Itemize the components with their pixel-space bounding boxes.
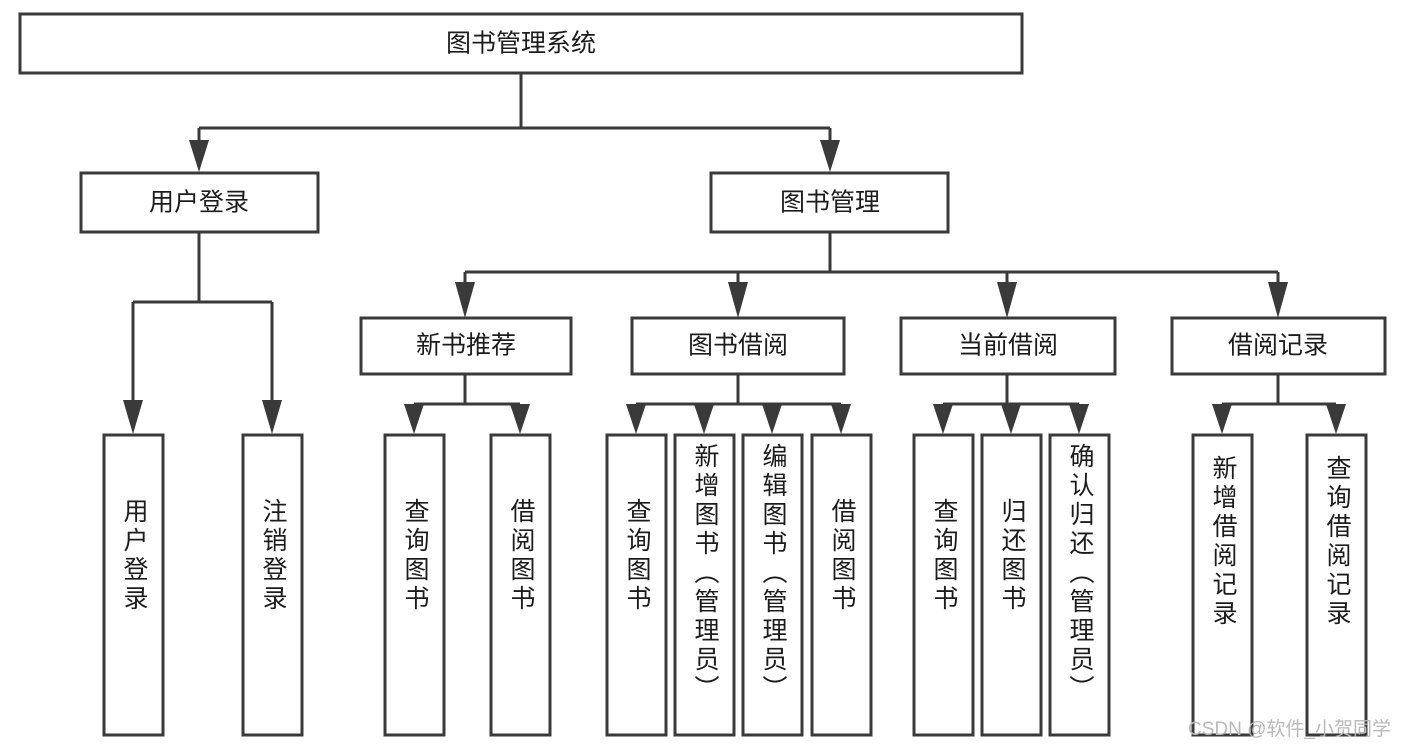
- arrow-leaf-confirm-return: [1069, 404, 1089, 434]
- arrow-leaf-query-record: [1326, 404, 1346, 434]
- node-label-book-management: 图书管理: [780, 189, 880, 217]
- csdn-watermark: CSDN @软件_小贺同学: [1188, 719, 1391, 740]
- node-box-borrow-record[interactable]: [1170, 316, 1387, 376]
- arrow-leaf-borrow-book-1: [510, 404, 530, 434]
- node-box-leaf-add-book[interactable]: [673, 433, 736, 737]
- arrow-to-borrow-record: [1268, 282, 1288, 318]
- node-box-current-borrow[interactable]: [899, 316, 1117, 376]
- node-box-leaf-query-book-3[interactable]: [912, 433, 975, 737]
- arrow-leaf-borrow-book-2: [831, 404, 851, 434]
- arrow-to-bookmgmt: [820, 140, 840, 172]
- node-box-leaf-query-book-1[interactable]: [383, 433, 446, 737]
- arrow-to-current-borrow: [997, 282, 1017, 318]
- node-label-root: 图书管理系统: [446, 30, 596, 58]
- arrow-leaf-edit-book: [762, 404, 782, 434]
- node-box-book-borrow[interactable]: [630, 316, 846, 376]
- node-box-user-login[interactable]: [79, 171, 320, 234]
- node-layer: 图书管理系统 用户登录 图书管理 新书推荐 图书借阅 当前借阅 借阅记录: [18, 12, 1387, 737]
- arrow-leaf-user-login: [123, 400, 143, 434]
- arrow-to-book-borrow: [728, 282, 748, 318]
- node-box-leaf-add-record[interactable]: [1191, 433, 1254, 737]
- arrow-leaf-query-book-3: [933, 404, 953, 434]
- node-box-leaf-return-book[interactable]: [980, 433, 1043, 737]
- node-box-leaf-borrow-book-2[interactable]: [810, 433, 873, 737]
- arrow-leaf-query-book-1: [404, 404, 424, 434]
- connector-layer: [123, 73, 1346, 434]
- node-label-new-book-recommend: 新书推荐: [416, 332, 516, 360]
- node-box-root[interactable]: [18, 12, 1024, 75]
- node-box-leaf-confirm-return[interactable]: [1048, 433, 1111, 737]
- node-label-book-borrow: 图书借阅: [688, 332, 788, 360]
- arrow-leaf-add-record: [1212, 404, 1232, 434]
- arrow-leaf-query-book-2: [626, 404, 646, 434]
- node-box-book-management[interactable]: [709, 171, 950, 234]
- node-box-leaf-logout-login[interactable]: [241, 433, 304, 737]
- arrow-to-userlogin: [189, 140, 209, 172]
- node-box-leaf-edit-book[interactable]: [741, 433, 804, 737]
- node-label-user-login: 用户登录: [149, 189, 249, 217]
- arrow-leaf-logout-login: [262, 400, 282, 434]
- node-box-leaf-borrow-book-1[interactable]: [489, 433, 552, 737]
- arrow-leaf-add-book: [694, 404, 714, 434]
- node-label-current-borrow: 当前借阅: [958, 332, 1058, 360]
- arrow-to-new-book-recommend: [455, 282, 475, 318]
- node-box-leaf-query-record[interactable]: [1305, 433, 1368, 737]
- arrow-leaf-return-book: [1001, 404, 1021, 434]
- node-box-new-book-recommend[interactable]: [359, 316, 573, 376]
- node-label-borrow-record: 借阅记录: [1228, 332, 1328, 360]
- node-box-leaf-user-login[interactable]: [102, 433, 165, 737]
- node-box-leaf-query-book-2[interactable]: [605, 433, 668, 737]
